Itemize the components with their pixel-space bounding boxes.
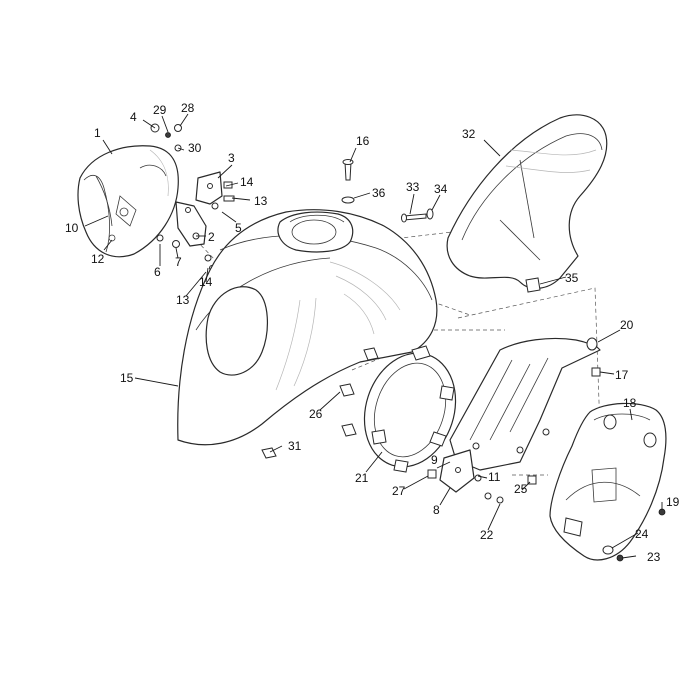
callout-8: 8 bbox=[433, 503, 440, 517]
bolt-and-washer bbox=[401, 208, 434, 223]
callout-13a: 13 bbox=[254, 194, 268, 208]
callout-12: 12 bbox=[91, 252, 105, 266]
rear-hugger bbox=[446, 114, 608, 293]
callout-33: 33 bbox=[406, 180, 420, 194]
callout-20: 20 bbox=[620, 318, 634, 332]
callout-36: 36 bbox=[372, 186, 386, 200]
callout-7: 7 bbox=[175, 255, 182, 269]
headlight-shell bbox=[77, 145, 179, 258]
callout-21: 21 bbox=[355, 471, 369, 485]
callout-34: 34 bbox=[434, 182, 448, 196]
callout-13b: 13 bbox=[176, 293, 190, 307]
callout-14b: 14 bbox=[199, 275, 213, 289]
headlight-bracket bbox=[175, 171, 223, 247]
callout-1: 1 bbox=[94, 126, 101, 140]
callout-19: 19 bbox=[666, 495, 680, 509]
callout-11: 11 bbox=[488, 470, 501, 484]
screw-and-washer bbox=[341, 159, 355, 204]
callout-3: 3 bbox=[228, 151, 235, 165]
callout-18: 18 bbox=[623, 396, 637, 410]
callout-29: 29 bbox=[153, 103, 167, 117]
callout-28: 28 bbox=[181, 101, 195, 115]
callout-22: 22 bbox=[480, 528, 494, 542]
callout-23: 23 bbox=[647, 550, 661, 564]
callout-6: 6 bbox=[154, 265, 161, 279]
callout-35: 35 bbox=[565, 271, 579, 285]
callout-4: 4 bbox=[130, 110, 137, 124]
front-fender bbox=[177, 209, 438, 446]
leader-lines bbox=[84, 113, 663, 559]
fender-support-bracket bbox=[449, 337, 601, 471]
callout-2: 2 bbox=[208, 230, 215, 244]
callout-numbers: 1 2 3 4 5 6 7 8 9 10 11 12 13 13 14 14 1… bbox=[65, 101, 680, 564]
callout-5: 5 bbox=[235, 221, 242, 235]
callout-31: 31 bbox=[288, 439, 302, 453]
callout-17: 17 bbox=[615, 368, 629, 382]
headlight-mounting-ring bbox=[363, 345, 457, 473]
fender-clips bbox=[339, 347, 437, 479]
callout-10: 10 bbox=[65, 221, 79, 235]
callout-16: 16 bbox=[356, 134, 370, 148]
callout-24: 24 bbox=[635, 527, 649, 541]
callout-30: 30 bbox=[188, 141, 202, 155]
callout-25: 25 bbox=[514, 482, 528, 496]
callout-14a: 14 bbox=[240, 175, 254, 189]
small-plate bbox=[439, 449, 537, 504]
nut-31 bbox=[261, 447, 277, 459]
callout-32: 32 bbox=[462, 127, 476, 141]
callout-27: 27 bbox=[392, 484, 406, 498]
callout-26: 26 bbox=[309, 407, 323, 421]
callout-15: 15 bbox=[120, 371, 134, 385]
rear-cover-shell bbox=[549, 402, 667, 562]
callout-9: 9 bbox=[431, 453, 438, 467]
